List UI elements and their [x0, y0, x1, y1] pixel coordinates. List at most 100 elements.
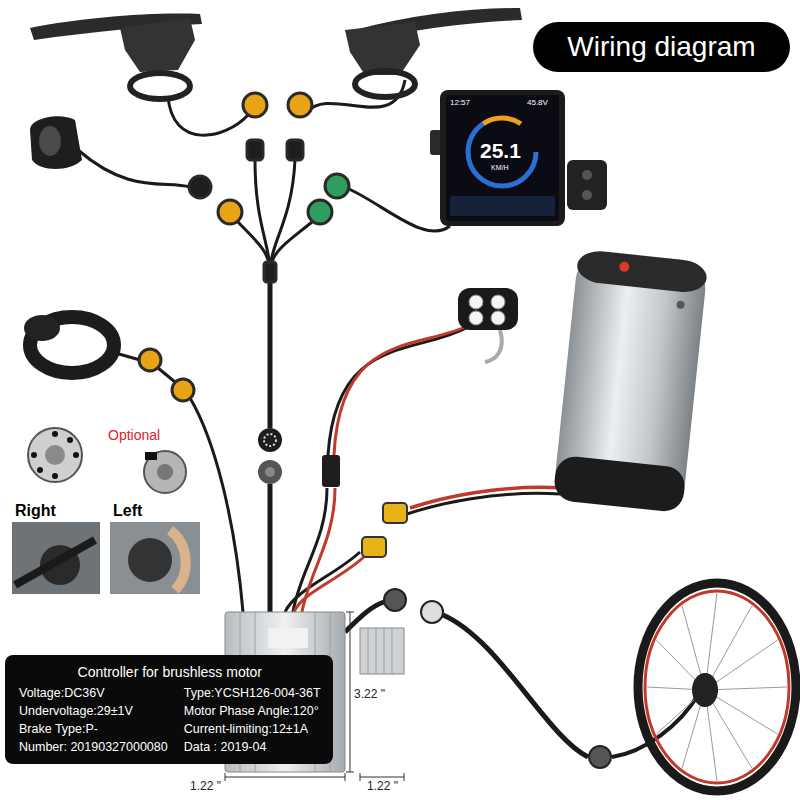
connector-plugs-part — [325, 174, 349, 198]
dimension-lines-part — [225, 773, 345, 781]
connector-plugs-part — [308, 200, 332, 224]
controller-box-part — [360, 628, 404, 674]
wire-bundle-part — [443, 615, 588, 757]
screen-speed: 25.1 — [480, 139, 521, 163]
brake-lever-right-part — [355, 71, 415, 97]
pas-disk-optional-part — [157, 464, 173, 480]
motor-connector-part — [421, 601, 443, 623]
spec-text: Current-limiting:12±1A — [184, 722, 321, 736]
hub-motor-wheel-part — [638, 583, 796, 791]
spec-text: Motor Phase Angle:120° — [184, 704, 321, 718]
wire-bundle-part — [347, 188, 450, 231]
headlight-part — [491, 295, 505, 309]
light-connector-part — [322, 455, 340, 487]
dimension-text: 1.22 " — [367, 780, 398, 794]
power-wire-part — [410, 487, 563, 508]
connector-plugs-part — [218, 200, 242, 224]
bottle-battery-part — [553, 455, 687, 513]
pas-disk-optional-part — [144, 451, 186, 493]
pas-disk-optional-part — [31, 452, 37, 458]
controller-box-part — [368, 628, 392, 674]
headlight-part — [491, 311, 505, 325]
connector-plugs-part — [264, 262, 276, 282]
spec-text: Number: 20190327000080 — [19, 740, 168, 754]
bottle-battery — [553, 249, 709, 513]
pas-sensor-part — [24, 315, 60, 341]
pas-disk-optional-part — [37, 467, 43, 473]
pas-sensor — [24, 315, 114, 373]
connector-plugs-part — [172, 379, 194, 401]
install-photo — [12, 522, 200, 594]
light-connector — [322, 455, 340, 487]
connector-plugs — [139, 93, 349, 401]
pas-disk-optional-part — [28, 428, 82, 482]
harness-connector — [258, 428, 282, 484]
power-wire — [294, 325, 563, 612]
harness-connector-part — [258, 428, 282, 452]
xt60-connector — [362, 503, 407, 557]
pas-disk-optional-part — [52, 473, 58, 479]
motor-connector-part — [384, 589, 406, 611]
dimension-lines-part — [346, 612, 354, 772]
wire-bundle-part — [255, 160, 270, 268]
wire-bundle-part — [268, 282, 273, 428]
headlight-part — [469, 311, 483, 325]
harness-connector-part — [264, 434, 276, 446]
title-pill: Wiring diagram — [533, 22, 790, 72]
brake-lever-left-part — [130, 73, 190, 99]
install-photo-part — [110, 522, 200, 594]
pas-disk-optional-part — [73, 452, 79, 458]
headlight-part — [469, 295, 483, 309]
headlight-part — [485, 330, 502, 362]
hub-motor-wheel-part — [692, 673, 718, 707]
pas-disk-optional-part — [67, 437, 73, 443]
wire-bundle-part — [158, 368, 175, 382]
install-photo-part — [170, 530, 186, 590]
connector-plugs-part — [287, 140, 303, 160]
spec-text: Undervoltage:29±1V — [19, 704, 168, 718]
wire-bundle-part — [270, 222, 312, 268]
connector-plugs-part — [189, 176, 211, 198]
wire-bundle-part — [78, 150, 190, 187]
dimension-text: 3.22 " — [354, 688, 385, 702]
install-photo-part — [12, 522, 100, 594]
lcd-display-part — [567, 160, 607, 210]
side-label: Right — [15, 502, 56, 520]
lcd-display-part — [446, 95, 559, 221]
brake-lever-left-part — [120, 18, 195, 72]
hub-motor-wheel-part — [645, 591, 789, 783]
thumb-throttle — [30, 116, 82, 169]
lcd-display-part — [468, 118, 536, 186]
thumb-throttle-part — [39, 126, 61, 156]
connector-plugs-part — [139, 349, 161, 371]
screen-unit: KM/H — [491, 164, 509, 172]
brake-lever-left — [30, 14, 202, 99]
motor-connector-part — [589, 746, 611, 768]
xt60-connector-part — [383, 503, 407, 523]
connector-plugs-part — [288, 93, 312, 117]
plate-heading: Controller for brushless motor — [19, 664, 321, 680]
diagram-title: Wiring diagram — [567, 31, 755, 63]
pas-disk-optional-part — [145, 452, 157, 460]
connector-plugs-part — [247, 140, 263, 160]
power-wire-part — [302, 488, 335, 612]
controller-label-plate: Controller for brushless motorVoltage:DC… — [5, 655, 333, 764]
spec-grid: Voltage:DC36VType:YCSH126-004-36TUndervo… — [19, 686, 321, 754]
install-photo-part — [128, 538, 172, 582]
side-label: Left — [113, 502, 142, 520]
bottle-battery-part — [676, 300, 685, 309]
lcd-display-part — [440, 90, 565, 226]
spec-text: Type:YCSH126-004-36T — [184, 686, 321, 700]
hub-motor-wheel — [638, 583, 796, 791]
lcd-display-part — [582, 170, 592, 180]
brake-lever-right-part — [345, 22, 420, 75]
lcd-display-part — [468, 118, 536, 186]
screen-voltage: 45.8V — [527, 98, 548, 107]
hub-motor-wheel-part — [647, 593, 787, 781]
screen-time: 12:57 — [450, 98, 470, 107]
pas-disk-optional-part — [52, 431, 58, 437]
lcd-display-part — [582, 190, 592, 200]
wire-bundle-part — [168, 96, 248, 135]
thumb-throttle-part — [30, 116, 82, 169]
optional-note: Optional — [108, 427, 160, 443]
